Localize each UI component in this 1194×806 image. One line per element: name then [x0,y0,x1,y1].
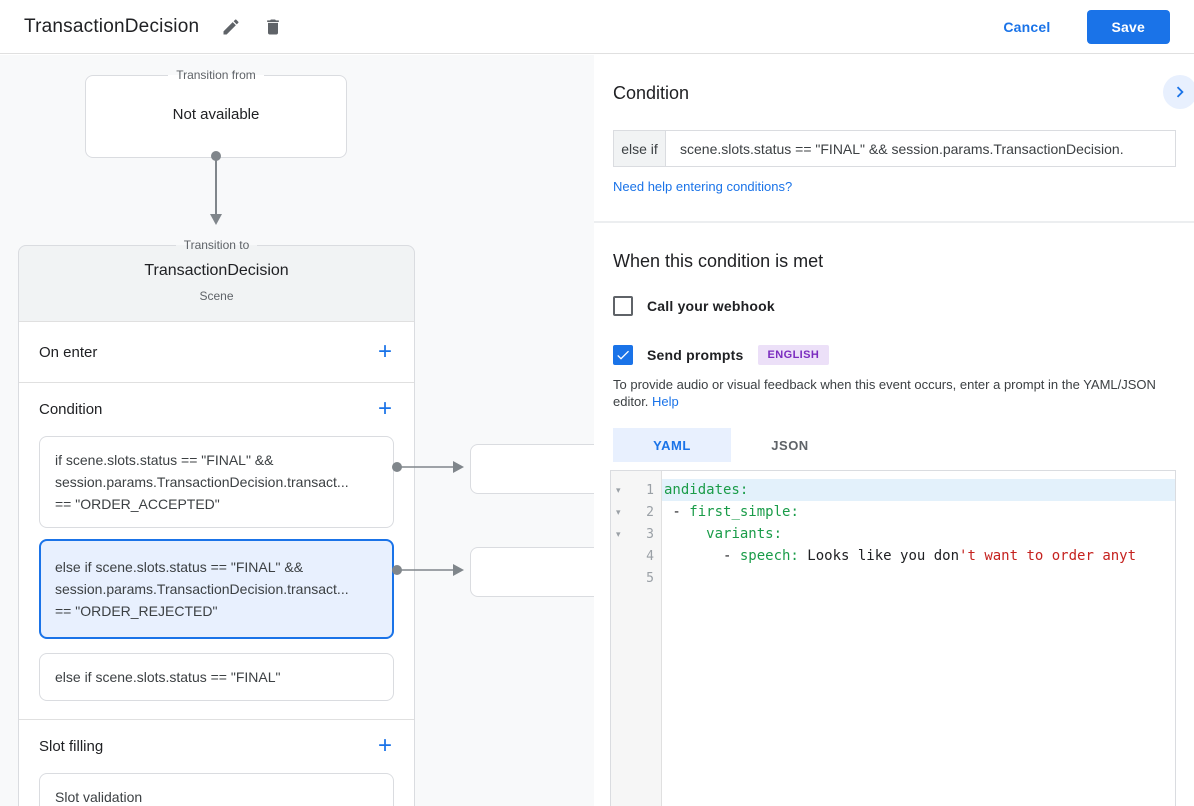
webhook-row: Call your webhook [613,296,775,316]
fold-toggle-icon[interactable]: ▾ [616,484,621,495]
add-condition-button[interactable]: + [377,395,392,422]
on-enter-label: On enter [39,343,98,361]
line-number: 3 [646,526,654,542]
code-line[interactable]: andidates: [662,479,1175,501]
gutter-row: ▾2 [611,501,661,523]
editor-tabs: YAML JSON [613,428,849,462]
condition-section: Condition + if scene.slots.status == "FI… [19,383,414,720]
send-prompts-label: Send prompts [647,347,744,363]
fold-toggle-icon[interactable]: ▾ [616,506,621,517]
editor-code[interactable]: andidates: - first_simple: variants: - s… [662,471,1175,806]
tab-json[interactable]: JSON [771,437,809,453]
condition-detail-panel: Condition else if Need help entering con… [594,55,1194,806]
page-title: TransactionDecision [24,15,200,37]
transition-target-box[interactable] [470,444,594,494]
scene-card: Transition to TransactionDecision Scene … [18,238,415,806]
top-bar: TransactionDecision Cancel Save [0,0,1194,54]
code-line[interactable]: variants: [662,523,1175,545]
code-token: speech: [739,548,799,564]
fold-toggle-icon[interactable]: ▾ [616,528,621,539]
flow-canvas: Transition from Not available Transition… [0,55,594,806]
scene-type: Scene [199,289,234,303]
scene-name: TransactionDecision [144,262,289,279]
when-condition-title: When this condition is met [613,251,824,271]
condition-help-link[interactable]: Need help entering conditions? [613,179,793,194]
edit-icon[interactable] [221,17,241,37]
condition-expression-input[interactable] [666,130,1176,167]
code-token: variants: [706,526,783,542]
panel-divider [594,221,1194,223]
gutter-row: 4 [611,545,661,567]
slot-filling-label: Slot filling [39,737,104,755]
condition-card[interactable]: else if scene.slots.status == "FINAL" [39,653,394,701]
code-token [664,526,706,542]
code-token: first_simple: [689,504,799,520]
gutter-row: ▾1 [611,479,661,501]
line-number: 1 [646,482,654,498]
prompt-description: To provide audio or visual feedback when… [613,376,1179,410]
collapse-panel-button[interactable] [1163,75,1194,109]
line-number: 4 [646,548,654,564]
check-icon [617,350,629,360]
language-badge: ENGLISH [757,345,830,365]
transition-from-value: Not available [172,106,260,123]
save-button[interactable]: Save [1086,9,1170,44]
transition-from-label: Transition from [176,68,256,82]
transition-target-box[interactable] [470,547,594,597]
gutter-row: ▾3 [611,523,661,545]
code-token: andidates: [664,482,749,498]
cancel-button[interactable]: Cancel [1003,18,1051,35]
add-slot-button[interactable]: + [377,732,392,759]
code-line[interactable]: - speech: Looks like you don't want to o… [662,545,1175,567]
gutter-row: 5 [611,567,661,589]
chevron-right-icon [1176,86,1184,98]
condition-input-row: else if [613,130,1176,167]
condition-card-selected[interactable]: else if scene.slots.status == "FINAL" &&… [39,539,394,639]
webhook-checkbox[interactable] [613,296,633,316]
condition-card[interactable]: if scene.slots.status == "FINAL" && sess… [39,436,394,528]
slot-filling-section: Slot filling + Slot validation [19,720,414,806]
prompt-description-text: To provide audio or visual feedback when… [613,377,1156,409]
code-token: 't want to order anyt [959,548,1137,564]
slot-validation-card[interactable]: Slot validation [39,773,394,806]
send-prompts-row: Send prompts ENGLISH [613,345,830,365]
webhook-label: Call your webhook [647,298,775,314]
condition-label: Condition [39,400,103,418]
code-line[interactable] [662,567,1175,589]
code-token: - [664,548,740,564]
help-link[interactable]: Help [652,394,679,409]
code-token: - [664,504,690,520]
tab-yaml[interactable]: YAML [613,428,731,462]
on-enter-section[interactable]: On enter + [19,322,414,383]
transition-to-label: Transition to [183,238,250,252]
line-number: 2 [646,504,654,520]
scene-card-header[interactable]: TransactionDecision Scene [19,252,414,321]
send-prompts-checkbox[interactable] [613,345,633,365]
panel-title: Condition [613,83,690,103]
code-token: Looks like you don [798,548,960,564]
code-line[interactable]: - first_simple: [662,501,1175,523]
condition-prefix: else if [613,130,666,167]
transition-from-box: Transition from Not available [85,68,347,158]
add-on-enter-button[interactable]: + [377,338,392,365]
scene-card-body: On enter + Condition + if scene.slots.st… [19,321,414,806]
line-number: 5 [646,570,654,586]
delete-icon[interactable] [263,17,283,37]
